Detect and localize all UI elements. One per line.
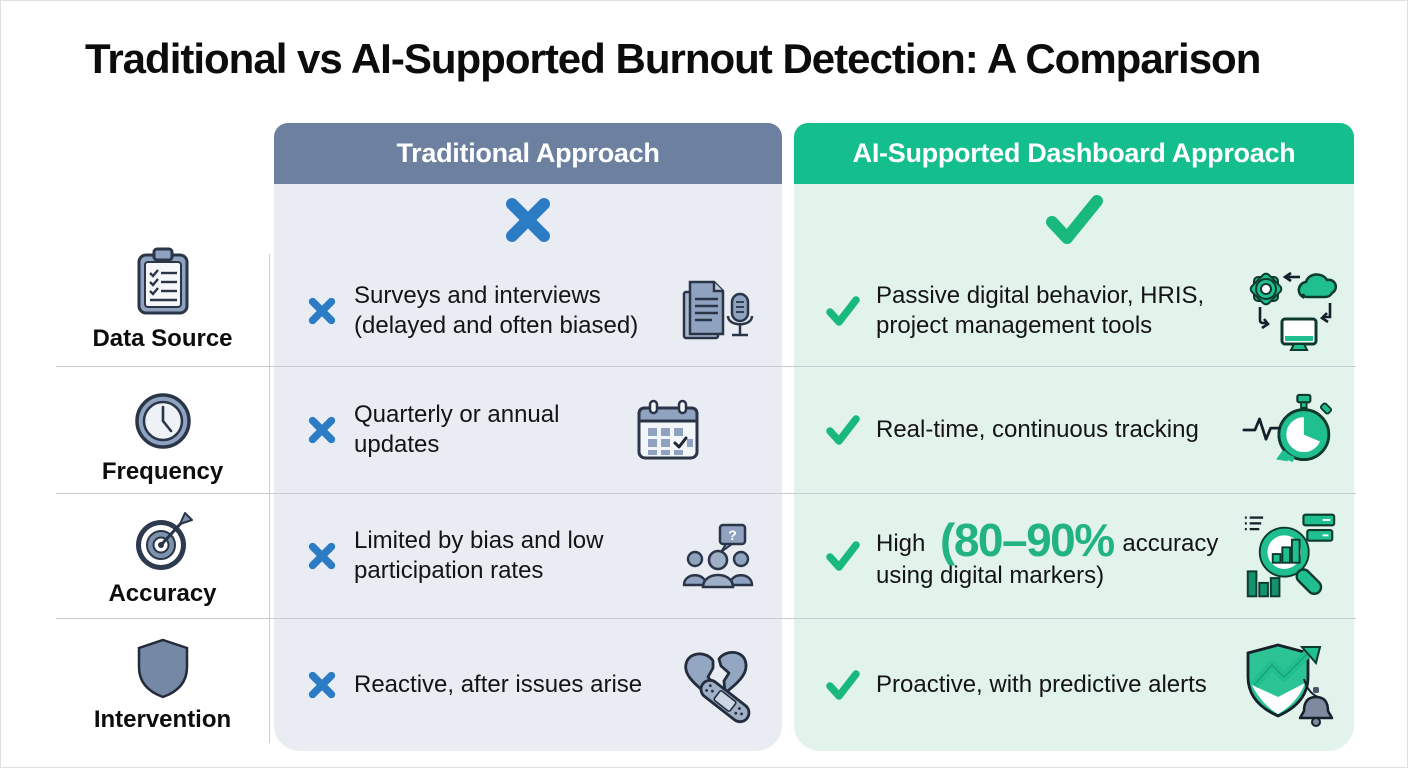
cell-text: Surveys and interviews (delayed and ofte… xyxy=(354,282,639,339)
check-icon xyxy=(826,669,860,700)
people-question-icon: ? xyxy=(670,523,766,589)
x-icon xyxy=(306,295,338,327)
check-icon xyxy=(826,296,860,326)
cell-text: Quarterly or annual updates xyxy=(354,400,560,458)
clipboard-icon xyxy=(132,246,194,318)
clock-icon xyxy=(133,391,193,451)
cell-text: Limited by bias and low participation ra… xyxy=(354,526,604,584)
magnifier-chart-icon xyxy=(1242,508,1338,604)
cell-text: Real-time, continuous tracking xyxy=(876,415,1199,443)
ai-cell-frequency: Real-time, continuous tracking xyxy=(794,366,1354,493)
x-icon xyxy=(306,414,338,446)
ai-cell-data-source: Passive digital behavior, HRIS, project … xyxy=(794,256,1354,366)
row-divider xyxy=(56,366,1356,367)
accuracy-prefix: High xyxy=(876,529,926,557)
traditional-cell-intervention: Reactive, after issues arise xyxy=(274,618,782,751)
check-icon xyxy=(826,414,860,445)
traditional-cell-frequency: Quarterly or annual updates xyxy=(274,366,782,493)
ai-cell-intervention: Proactive, with predictive alerts xyxy=(794,618,1354,751)
shield-icon xyxy=(134,637,192,699)
row-label-intervention: Intervention xyxy=(56,637,269,734)
page-title: Traditional vs AI-Supported Burnout Dete… xyxy=(85,35,1261,82)
cell-text: High (80–90% accuracy using digital mark… xyxy=(876,517,1226,591)
ai-column: AI-Supported Dashboard Approach Passive … xyxy=(794,123,1354,751)
check-icon xyxy=(826,540,860,571)
label-column-divider xyxy=(269,254,270,743)
row-label-text: Frequency xyxy=(101,458,224,485)
gear-cloud-monitor-icon xyxy=(1242,263,1338,359)
row-divider xyxy=(56,493,1356,494)
x-icon xyxy=(306,540,338,572)
accuracy-highlight: (80–90% xyxy=(940,513,1115,566)
row-label-accuracy: Accuracy xyxy=(56,509,269,608)
ai-header: AI-Supported Dashboard Approach xyxy=(794,123,1354,184)
traditional-cell-data-source: Surveys and interviews (delayed and ofte… xyxy=(274,256,782,366)
cell-text: Proactive, with predictive alerts xyxy=(876,670,1207,698)
row-label-data-source: Data Source xyxy=(56,246,269,353)
ai-cell-accuracy: High (80–90% accuracy using digital mark… xyxy=(794,493,1354,618)
big-check-icon xyxy=(794,184,1354,256)
traditional-header: Traditional Approach xyxy=(274,123,782,184)
row-label-text: Intervention xyxy=(93,706,232,733)
stopwatch-pulse-icon xyxy=(1242,386,1338,474)
calendar-check-icon xyxy=(620,398,716,462)
accuracy-suffix: accuracy using digital markers) xyxy=(876,529,1219,590)
svg-text:?: ? xyxy=(728,527,737,543)
row-label-text: Accuracy xyxy=(108,580,217,607)
traditional-column: Traditional Approach Surveys and intervi… xyxy=(274,123,782,751)
broken-heart-bandage-icon xyxy=(670,645,766,725)
target-icon xyxy=(131,509,195,573)
traditional-cell-accuracy: Limited by bias and low participation ra… xyxy=(274,493,782,618)
row-divider xyxy=(56,618,1356,619)
cell-text: Reactive, after issues arise xyxy=(354,670,643,698)
row-label-text: Data Source xyxy=(92,325,233,352)
cell-text: Passive digital behavior, HRIS, project … xyxy=(876,282,1205,339)
big-x-icon xyxy=(274,184,782,256)
shield-growth-bell-icon xyxy=(1242,639,1338,731)
x-icon xyxy=(306,669,338,701)
documents-microphone-icon xyxy=(670,276,766,346)
row-label-frequency: Frequency xyxy=(56,391,269,486)
